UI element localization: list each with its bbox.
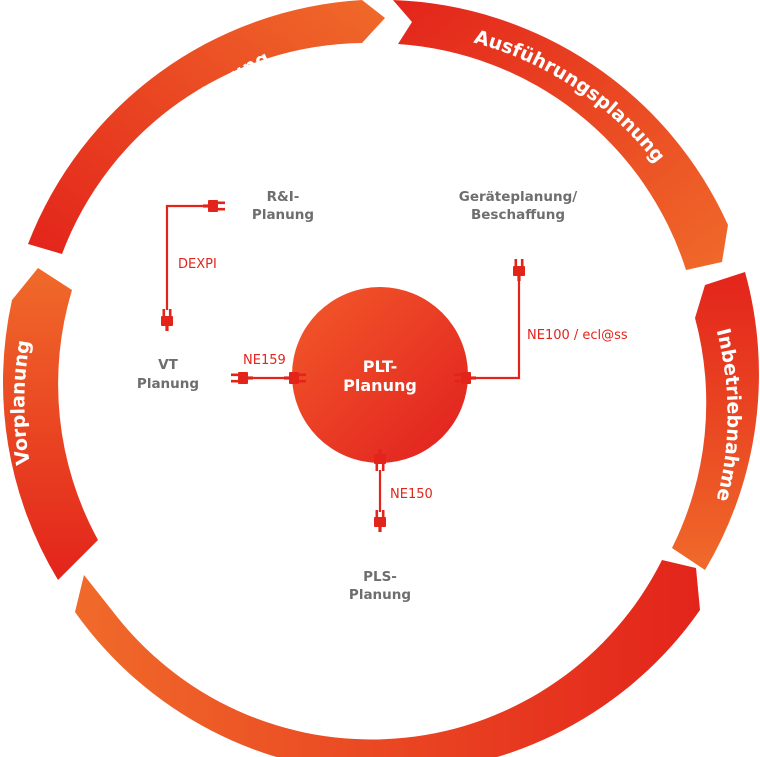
connector-ne150 [374,449,386,532]
ring-segment-ausfuehrungsplanung [393,0,728,270]
center-label-line2: Planung [343,376,417,395]
node-ri-line1: R&I- [267,189,300,205]
node-pls-line2: Planung [349,587,411,603]
connector-label-ne100: NE100 / ecl@ss [527,328,628,343]
connector-ne100 [454,259,525,384]
node-geraete-line1: Geräteplanung/ [459,189,578,205]
connector-ne159 [231,372,306,384]
node-vt-line2: Planung [137,376,199,392]
ring-segment-basisplanung [28,0,385,254]
node-vt-line1: VT [158,357,178,373]
connector-dexpi [161,200,225,331]
ring-segment-betrieb [75,560,700,757]
connector-label-ne150: NE150 [390,487,433,502]
node-geraete-line2: Beschaffung [471,207,565,223]
center-label-line1: PLT- [363,357,397,376]
node-pls-line1: PLS- [363,569,397,585]
node-ri-line2: Planung [252,207,314,223]
connector-label-ne159: NE159 [243,353,286,368]
ring-segment-vorplanung [2,268,99,580]
phase-label-betrieb: Betrieb [340,697,420,721]
connector-label-dexpi: DEXPI [178,257,217,272]
center-circle [292,287,468,463]
ring-segment-inbetriebnahme [672,272,759,570]
